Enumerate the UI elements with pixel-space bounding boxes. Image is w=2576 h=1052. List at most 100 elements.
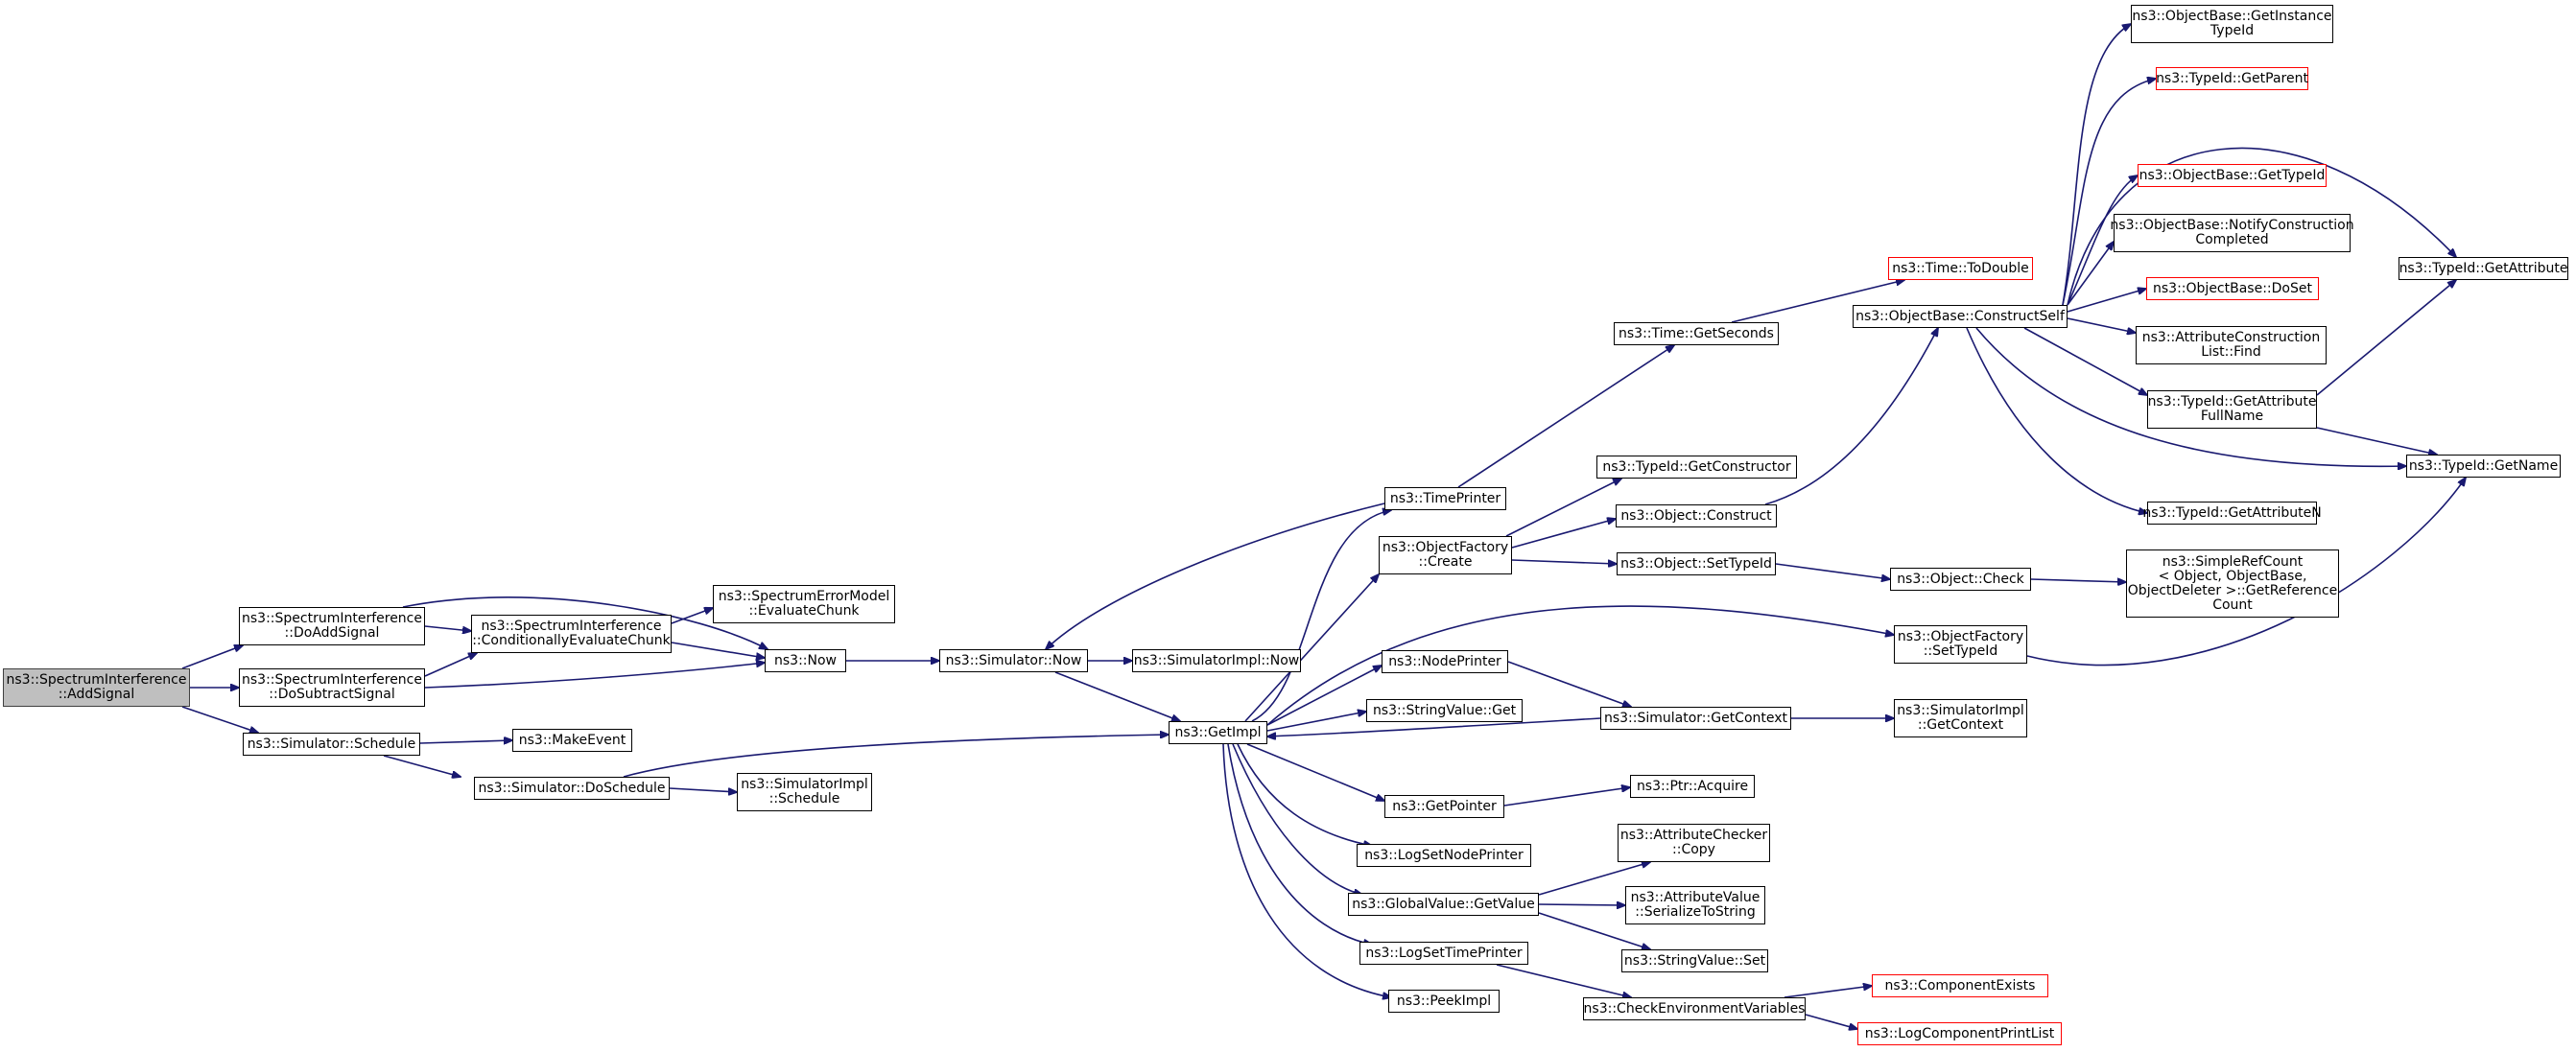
edge-construct-self-to-get-parent bbox=[2062, 79, 2156, 306]
edge-add-signal-to-do-add-signal bbox=[181, 645, 243, 669]
node-node-printer[interactable]: ns3::NodePrinter bbox=[1382, 650, 1508, 673]
node-typeid-get-constructor[interactable]: ns3::TypeId::GetConstructor bbox=[1596, 456, 1797, 479]
node-get-impl[interactable]: ns3::GetImpl bbox=[1169, 721, 1267, 744]
edge-schedule-to-do-schedule bbox=[383, 755, 461, 777]
edge-get-impl-to-node-printer bbox=[1266, 666, 1382, 726]
node-label-line: ns3::AttributeChecker bbox=[1619, 828, 1768, 843]
node-object-base-construct-self[interactable]: ns3::ObjectBase::ConstructSelf bbox=[1853, 305, 2068, 328]
node-evaluate-chunk[interactable]: ns3::SpectrumErrorModel::EvaluateChunk bbox=[713, 585, 895, 623]
node-label-line: ns3::ObjectBase::DoSet bbox=[2153, 280, 2312, 296]
node-label-line: ns3::ObjectFactory bbox=[1897, 629, 2024, 644]
node-label-line: ns3::LogSetNodePrinter bbox=[1364, 847, 1524, 863]
node-simulator-schedule[interactable]: ns3::Simulator::Schedule bbox=[243, 733, 420, 756]
node-label-line: ::DoAddSignal bbox=[284, 625, 380, 641]
node-typeid-get-attribute-n[interactable]: ns3::TypeId::GetAttributeN bbox=[2142, 502, 2322, 525]
node-object-check[interactable]: ns3::Object::Check bbox=[1890, 568, 2031, 591]
node-label-line: ns3::ObjectBase::GetInstance bbox=[2132, 9, 2332, 24]
edge-get-impl-to-get-pointer bbox=[1246, 743, 1384, 801]
edge-cond-eval-to-now bbox=[671, 642, 765, 658]
node-string-value-get[interactable]: ns3::StringValue::Get bbox=[1366, 699, 1523, 722]
node-label-line: ObjectDeleter >::GetReference bbox=[2127, 582, 2338, 598]
edge-attr-fullname-to-get-attribute bbox=[2316, 280, 2456, 396]
node-simulator-impl-get-context[interactable]: ns3::SimulatorImpl::GetContext bbox=[1894, 699, 2027, 737]
node-label-line: ns3::ObjectBase::ConstructSelf bbox=[1855, 308, 2065, 324]
node-peek-impl[interactable]: ns3::PeekImpl bbox=[1388, 990, 1500, 1013]
node-label-line: < Object, ObjectBase, bbox=[2158, 568, 2307, 584]
edge-of-create-to-object-set-typeid bbox=[1511, 559, 1617, 564]
node-label-line: ns3::LogSetTimePrinter bbox=[1365, 945, 1523, 961]
node-label-line: ns3::NodePrinter bbox=[1388, 653, 1501, 669]
node-component-exists[interactable]: ns3::ComponentExists bbox=[1872, 974, 2048, 997]
node-get-pointer[interactable]: ns3::GetPointer bbox=[1384, 795, 1504, 818]
edge-construct-self-to-attr-n bbox=[1966, 327, 2147, 513]
node-time-printer[interactable]: ns3::TimePrinter bbox=[1384, 487, 1506, 510]
node-label-line: ns3::TimePrinter bbox=[1389, 490, 1501, 506]
node-do-add-signal[interactable]: ns3::SpectrumInterference::DoAddSignal bbox=[239, 607, 425, 645]
node-now[interactable]: ns3::Now bbox=[765, 649, 846, 672]
node-time-get-seconds[interactable]: ns3::Time::GetSeconds bbox=[1614, 322, 1779, 345]
edge-get-impl-to-time-printer bbox=[1251, 510, 1391, 722]
node-label-line: ::ConditionallyEvaluateChunk bbox=[472, 633, 671, 648]
node-label-line: ns3::Simulator::GetContext bbox=[1603, 710, 1788, 726]
node-label-line: ns3::AttributeConstruction bbox=[2141, 330, 2321, 345]
node-label-line: ns3::SimulatorImpl bbox=[741, 777, 868, 792]
node-do-subtract-signal[interactable]: ns3::SpectrumInterference::DoSubtractSig… bbox=[239, 668, 425, 707]
edge-time-printer-to-time-get-seconds bbox=[1457, 345, 1674, 488]
node-label-line: ns3::StringValue::Set bbox=[1623, 952, 1766, 969]
node-ptr-acquire[interactable]: ns3::Ptr::Acquire bbox=[1630, 775, 1755, 798]
edge-add-signal-to-schedule bbox=[181, 706, 258, 733]
node-attribute-value-serialize[interactable]: ns3::AttributeValue::SerializeToString bbox=[1625, 886, 1765, 924]
edge-gv-get-value-to-sv-set bbox=[1538, 912, 1650, 949]
node-label-line: ns3::StringValue::Get bbox=[1372, 702, 1517, 718]
node-simple-ref-count[interactable]: ns3::SimpleRefCount< Object, ObjectBase,… bbox=[2126, 549, 2339, 618]
node-label-line: ns3::TypeId::GetConstructor bbox=[1602, 458, 1791, 475]
node-simulator-impl-schedule[interactable]: ns3::SimulatorImpl::Schedule bbox=[737, 773, 872, 811]
node-label-line: ::GetContext bbox=[1917, 717, 2004, 733]
edge-construct-self-to-notify-construction bbox=[2067, 242, 2114, 306]
node-simulator-now[interactable]: ns3::Simulator::Now bbox=[939, 649, 1088, 672]
node-check-environment-variables[interactable]: ns3::CheckEnvironmentVariables bbox=[1583, 997, 1806, 1020]
node-string-value-set[interactable]: ns3::StringValue::Set bbox=[1621, 949, 1768, 972]
node-label-line: ns3::Time::ToDouble bbox=[1892, 260, 2029, 276]
node-object-factory-create[interactable]: ns3::ObjectFactory::Create bbox=[1379, 536, 1512, 574]
node-conditionally-evaluate-chunk[interactable]: ns3::SpectrumInterference::Conditionally… bbox=[471, 615, 672, 653]
node-simulator-impl-now[interactable]: ns3::SimulatorImpl::Now bbox=[1132, 649, 1301, 672]
node-typeid-get-attribute[interactable]: ns3::TypeId::GetAttribute bbox=[2399, 257, 2568, 280]
node-global-value-get-value[interactable]: ns3::GlobalValue::GetValue bbox=[1348, 893, 1539, 916]
node-object-set-typeid[interactable]: ns3::Object::SetTypeId bbox=[1617, 552, 1776, 575]
node-time-to-double[interactable]: ns3::Time::ToDouble bbox=[1888, 257, 2033, 280]
edge-cond-eval-to-eval-chunk bbox=[671, 608, 713, 624]
node-label-line: ns3::AttributeValue bbox=[1630, 890, 1761, 905]
node-make-event[interactable]: ns3::MakeEvent bbox=[512, 729, 632, 752]
node-object-construct[interactable]: ns3::Object::Construct bbox=[1616, 504, 1777, 527]
node-label-line: ns3::LogComponentPrintList bbox=[1864, 1025, 2055, 1041]
edge-object-check-to-simple-ref-count bbox=[2030, 579, 2126, 582]
node-object-base-get-typeid[interactable]: ns3::ObjectBase::GetTypeId bbox=[2138, 164, 2327, 187]
node-log-set-node-printer[interactable]: ns3::LogSetNodePrinter bbox=[1357, 844, 1531, 867]
node-label-line: ns3::TypeId::GetAttributeN bbox=[2142, 504, 2322, 521]
node-typeid-get-name[interactable]: ns3::TypeId::GetName bbox=[2406, 455, 2561, 478]
node-label-line: ns3::ObjectBase::GetTypeId bbox=[2139, 167, 2326, 183]
edge-of-create-to-typeid-get-constructor bbox=[1505, 479, 1621, 537]
node-log-set-time-printer[interactable]: ns3::LogSetTimePrinter bbox=[1359, 942, 1528, 965]
node-typeid-get-parent[interactable]: ns3::TypeId::GetParent bbox=[2156, 67, 2308, 90]
node-simulator-get-context[interactable]: ns3::Simulator::GetContext bbox=[1600, 707, 1791, 730]
edge-object-set-typeid-to-object-check bbox=[1775, 563, 1890, 579]
edge-do-subtract-to-now bbox=[424, 663, 765, 689]
node-simulator-do-schedule[interactable]: ns3::Simulator::DoSchedule bbox=[474, 777, 670, 800]
edge-get-impl-to-of-create bbox=[1244, 574, 1379, 722]
node-log-component-print-list[interactable]: ns3::LogComponentPrintList bbox=[1857, 1022, 2062, 1045]
node-object-factory-set-typeid[interactable]: ns3::ObjectFactory::SetTypeId bbox=[1894, 625, 2027, 664]
edge-gv-get-value-to-attr-value-serialize bbox=[1538, 904, 1625, 905]
node-label-line: ::AddSignal bbox=[58, 687, 135, 702]
edge-construct-self-to-ob-doset bbox=[2067, 289, 2146, 313]
node-attribute-checker-copy[interactable]: ns3::AttributeChecker::Copy bbox=[1618, 824, 1770, 862]
node-label-line: ns3::Time::GetSeconds bbox=[1619, 325, 1774, 341]
node-object-base-doset[interactable]: ns3::ObjectBase::DoSet bbox=[2146, 277, 2319, 300]
node-label-line: ns3::GetImpl bbox=[1174, 724, 1262, 740]
